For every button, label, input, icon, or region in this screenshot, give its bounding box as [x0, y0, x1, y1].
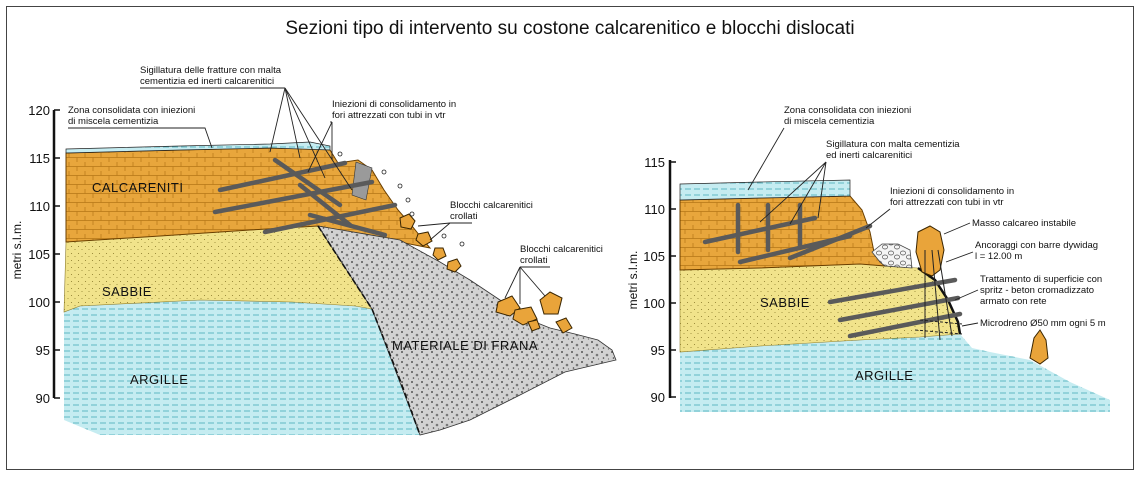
left-top-crust	[65, 141, 331, 154]
left-tick-label: 110	[29, 199, 50, 214]
right-leader-zona	[747, 127, 785, 191]
right-ann-zona-line2: di miscela cementizia	[784, 116, 875, 127]
right-label-sabbie: SABBIE	[760, 295, 810, 310]
right-label-argille: ARGILLE	[855, 368, 913, 383]
left-leader-blocchi2	[504, 266, 550, 304]
right-layer-argille	[680, 334, 1110, 412]
left-tick-label: 115	[29, 151, 50, 166]
right-ann-iniezioni-line1: Iniezioni di consolidamento in	[890, 186, 1014, 197]
right-ann-ancoraggi-line1: Ancoraggi con barre dywidag	[975, 240, 1098, 251]
left-ann-iniezioni-line2: fori attrezzati con tubi in vtr	[332, 110, 446, 121]
left-tick-label: 90	[36, 391, 50, 406]
left-ann-blocchi1-line1: Blocchi calcarenitici	[450, 200, 533, 211]
left-ann-blocchi2-line2: crollati	[520, 255, 547, 266]
left-leader-sigillatura	[140, 87, 353, 191]
left-tick-label: 95	[36, 343, 50, 358]
right-ann-zona-line1: Zona consolidata con iniezioni	[784, 105, 911, 116]
left-label-sabbie: SABBIE	[102, 284, 152, 299]
right-tick-label: 95	[651, 343, 665, 358]
right-leader-masso	[943, 222, 971, 235]
left-label-argille: ARGILLE	[130, 372, 188, 387]
right-tick-label: 115	[644, 155, 665, 170]
right-ann-sigillatura-line2: ed inerti calcarenitici	[826, 150, 912, 161]
right-ann-trattamento-line1: Trattamento di superficie con	[980, 274, 1102, 285]
right-ann-microdreno: Microdreno Ø50 mm ogni 5 m	[980, 318, 1106, 329]
left-anchor-heads	[337, 151, 465, 247]
left-ann-sigillatura-line1: Sigillatura delle fratture con malta	[140, 65, 282, 76]
left-ann-blocchi2-line1: Blocchi calcarenitici	[520, 244, 603, 255]
right-leader-microdreno	[961, 322, 979, 327]
left-fallen-blocks	[399, 213, 573, 334]
right-tick-label: 105	[643, 249, 665, 264]
left-label-frana: MATERIALE DI FRANA	[392, 338, 538, 353]
right-leader-sigillatura	[759, 161, 827, 225]
left-leader-zona	[68, 127, 213, 149]
left-leader-iniezioni	[307, 121, 333, 173]
frame-border	[6, 6, 1134, 470]
right-ann-sigillatura-line1: Sigillatura con malta cementizia	[826, 139, 960, 150]
right-tick-label: 100	[643, 296, 665, 311]
right-leader-trattamento	[954, 289, 979, 301]
left-layer-frana	[317, 225, 617, 436]
left-ann-blocchi1-line2: crollati	[450, 211, 477, 222]
left-tick-label: 100	[28, 295, 50, 310]
right-ann-ancoraggi-line2: l = 12.00 m	[975, 251, 1022, 262]
right-section: 115 110 105 100 95 90 metri s.l.m. SABBI…	[626, 105, 1110, 412]
right-injection-bars	[702, 202, 873, 265]
right-ann-trattamento-line2: spritz - beton cromadizzato	[980, 285, 1094, 296]
left-injection-bars	[212, 157, 398, 238]
left-slip-surface	[317, 225, 421, 436]
left-leader-blocchi1	[417, 222, 472, 241]
right-gravel-pile	[871, 243, 913, 269]
left-tick-label: 105	[28, 247, 50, 262]
left-ann-iniezioni-line1: Iniezioni di consolidamento in	[332, 99, 456, 110]
right-top-crust	[679, 179, 851, 201]
left-label-calcareniti: CALCARENITI	[92, 180, 183, 195]
right-tick-label: 110	[644, 202, 665, 217]
right-tick-label: 90	[651, 390, 665, 405]
right-axis-ticks	[670, 161, 676, 398]
right-dywidag-anchors	[827, 249, 963, 341]
right-axis-label: metri s.l.m.	[626, 251, 640, 310]
right-leader-iniezioni	[865, 208, 891, 229]
left-axis-ticks	[54, 109, 60, 399]
left-ann-sigillatura-line2: cementizia ed inerti calcarenitici	[140, 76, 274, 87]
left-ann-zona-line1: Zona consolidata con iniezioni	[68, 105, 195, 116]
right-leader-ancoraggi	[945, 251, 974, 263]
right-microdrains	[914, 319, 963, 335]
left-section: 120 115 110 105 100 95 90 metri s.l.m. C…	[10, 65, 617, 436]
left-tick-label: 120	[28, 103, 50, 118]
right-ann-iniezioni-line2: fori attrezzati con tubi in vtr	[890, 197, 1004, 208]
right-unstable-mass	[915, 225, 945, 277]
left-layer-argille	[64, 300, 420, 435]
right-lone-block	[1029, 329, 1049, 365]
left-axis-label: metri s.l.m.	[10, 221, 24, 280]
diagram-title: Sezioni tipo di intervento su costone ca…	[285, 18, 854, 39]
right-ann-masso: Masso calcareo instabile	[972, 218, 1076, 229]
left-ann-zona-line2: di miscela cementizia	[68, 116, 159, 127]
right-ann-trattamento-line3: armato con rete	[980, 296, 1047, 307]
